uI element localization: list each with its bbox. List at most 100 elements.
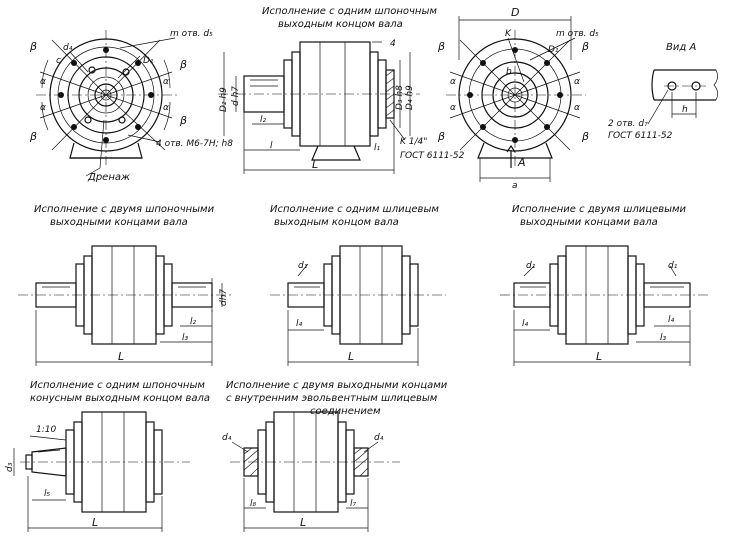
K-label: K <box>505 29 512 39</box>
d1-label: d₁ <box>526 261 536 271</box>
view-A-title: Вид А <box>666 42 696 53</box>
caption-line: с внутренним эвольвентным шлицевым <box>226 393 438 404</box>
d-h7-label: d h7 <box>231 86 241 106</box>
d4-h9-label: D₄ h9 <box>405 85 415 110</box>
h-label: h <box>682 105 688 115</box>
alpha-label: α <box>450 103 456 113</box>
l4-label: l₄ <box>296 319 303 329</box>
side-view-top-center-labels: D₂ h9 d h7 l₂ l L 4 D₃ h8 D₄ h9 K 1/4" l… <box>219 39 465 171</box>
D-label: D <box>511 6 519 19</box>
caption-line: выходными концами вала <box>520 217 658 228</box>
side-view-one-spline <box>270 245 446 366</box>
m-otv-d5-label: m отв. d₅ <box>556 29 599 39</box>
d2-h9-label: D₂ h9 <box>219 87 229 112</box>
one-spline-labels: d₁ l₄ L <box>296 261 354 363</box>
l2-label: l₂ <box>260 115 267 125</box>
caption-line: выходными концами вала <box>50 217 188 228</box>
beta-label: β <box>437 130 445 143</box>
row2-captions: Исполнение с двумя шпоночными выходными … <box>34 204 687 228</box>
beta-label: β <box>29 40 37 53</box>
caption-line: Исполнение с одним шпоночным <box>30 380 205 391</box>
gost-label: ГОСТ 6111-52 <box>400 151 465 161</box>
d1-label: D₁ <box>548 45 559 55</box>
alpha-label: α <box>574 103 580 113</box>
taper-ratio-label: 1:10 <box>36 425 56 435</box>
d1-label: d₁ <box>668 261 678 271</box>
front-view-left-labels: m отв. d₅ d₄ c D₁ β β β β α α α α 4 отв.… <box>29 29 233 183</box>
l-label: l <box>270 141 273 151</box>
side-view-two-spline <box>500 245 710 366</box>
view-A-detail <box>647 69 718 125</box>
l2-label: l₂ <box>190 317 197 327</box>
caption-line: выходным концом вала <box>274 217 399 228</box>
two-keyed-labels: dh7 l₂ l₃ L <box>118 289 229 363</box>
side-view-two-keyed <box>18 245 232 366</box>
view-A-arrow-label: A <box>517 156 526 169</box>
L-label: L <box>312 158 318 171</box>
d3-label: d₃ <box>5 462 15 472</box>
d4-label: d₄ <box>63 43 73 53</box>
c-label: c <box>56 56 61 66</box>
conical-labels: 1:10 d₃ l₅ L <box>5 425 98 529</box>
beta-label: β <box>437 40 445 53</box>
alpha-label: α <box>163 103 169 113</box>
L-label: L <box>92 516 98 529</box>
holes-d7-label: 2 отв. d₇ <box>608 119 648 129</box>
caption-line: Исполнение с двумя шпоночными <box>34 204 215 215</box>
side-view-internal-spline <box>230 411 400 532</box>
caption-line: Исполнение с одним шлицевым <box>270 204 439 215</box>
alpha-label: α <box>163 77 169 87</box>
d4-label: d₄ <box>374 433 384 443</box>
beta-label: β <box>179 114 187 127</box>
caption-line: Исполнение с одним шпоночным <box>262 6 437 17</box>
l3-label: l₃ <box>182 333 189 343</box>
l5-label: l₅ <box>44 489 51 499</box>
L-label: L <box>596 350 602 363</box>
side-view-conical <box>13 411 190 532</box>
gost-label: ГОСТ 6111-52 <box>608 131 673 141</box>
front-view-left <box>36 30 178 177</box>
l3-label: l₃ <box>660 333 667 343</box>
K-label: K 1/4" <box>400 137 427 147</box>
caption-line: Исполнение с двумя выходными концами <box>226 380 448 391</box>
b-label: b <box>506 67 512 77</box>
l8-label: l₈ <box>250 499 257 509</box>
d1-label: D₁ <box>143 56 154 66</box>
L-label: L <box>118 350 124 363</box>
front-view-right-labels: D K m отв. d₅ D₁ b β β β β α α α α A a <box>437 6 599 191</box>
num-4-label: 4 <box>390 39 396 49</box>
l4-label: l₄ <box>668 315 675 325</box>
side-view-top-center <box>218 41 420 174</box>
alpha-label: α <box>450 77 456 87</box>
alpha-label: α <box>40 77 46 87</box>
caption-top-center: Исполнение с одним шпоночным выходным ко… <box>262 6 437 30</box>
beta-label: β <box>581 40 589 53</box>
l4-label: l₄ <box>522 319 529 329</box>
view-A-labels: Вид А h 2 отв. d₇ ГОСТ 6111-52 <box>608 42 696 141</box>
l1-label: l₁ <box>374 143 381 153</box>
front-view-right <box>446 16 586 182</box>
L-label: L <box>348 350 354 363</box>
beta-label: β <box>179 58 187 71</box>
internal-spline-labels: d₄ d₄ l₈ l₇ L <box>222 433 384 529</box>
a-label: a <box>512 181 518 191</box>
two-spline-labels: d₁ d₁ l₄ l₄ l₃ L <box>522 261 678 363</box>
drain-label: Дренаж <box>87 172 130 183</box>
thread-holes-label: 4 отв. М6-7Н; h8 <box>156 139 233 149</box>
l7-label: l₇ <box>350 499 357 509</box>
d4-label: d₄ <box>222 433 232 443</box>
alpha-label: α <box>574 77 580 87</box>
caption-line: Исполнение с двумя шлицевыми <box>512 204 687 215</box>
caption-line: соединением <box>310 406 381 417</box>
beta-label: β <box>29 130 37 143</box>
m-otv-d5-label: m отв. d₅ <box>170 29 213 39</box>
beta-label: β <box>581 130 589 143</box>
d1-label: d₁ <box>298 261 308 271</box>
caption-line: выходным концом вала <box>278 19 403 30</box>
d3-h8-label: D₃ h8 <box>395 85 405 110</box>
dh7-label: dh7 <box>219 289 229 306</box>
row3-captions: Исполнение с одним шпоночным конусным вы… <box>30 380 448 417</box>
L-label: L <box>300 516 306 529</box>
caption-line: конусным выходным концом вала <box>30 393 210 404</box>
